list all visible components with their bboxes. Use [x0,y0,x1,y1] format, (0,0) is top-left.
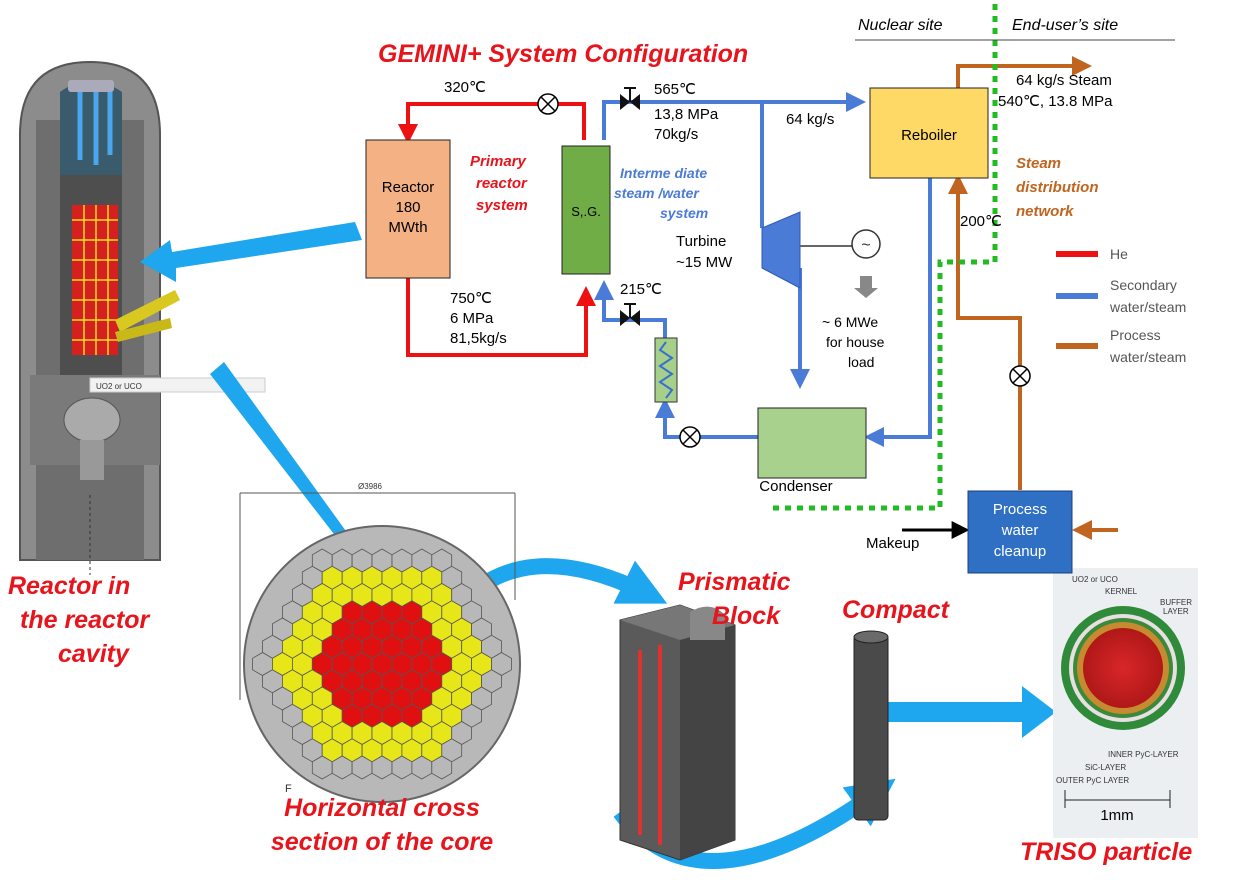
core-cross-section: Ø3986 F [239,482,521,803]
p138: 13,8 MPa [654,106,719,123]
he-loop [398,102,596,357]
intermediate-3: system [660,205,708,221]
legend-secondary-1: Secondary [1110,277,1177,293]
triso-sic: SiC-LAYER [1085,763,1126,772]
reactor-box-label-3: MWth [388,219,427,236]
triso-buffer-1: BUFFER [1160,598,1192,607]
reboiler-box [869,87,989,179]
caption-triso: TRISO particle [1020,838,1192,866]
f70: 70kg/s [654,126,698,143]
gen-2: for house [826,334,885,350]
primary-1: Primary [470,153,527,170]
caption-cross-2: section of the core [271,828,493,856]
legend-he: He [1110,246,1128,262]
legend: He Secondary water/steam Process water/s… [1056,246,1186,365]
t750-3: 81,5kg/s [450,330,507,347]
intermediate-1: Interme diate [620,165,707,181]
caption-reactor-3: cavity [58,640,130,668]
steam-out-2: 540℃, 13.8 MPa [998,93,1113,110]
gen-1: ~ 6 MWe [822,314,878,330]
steam-dist-3: network [1016,203,1074,220]
sg-box [561,145,611,275]
diameter-label: Ø3986 [358,482,383,491]
steam-dist-1: Steam [1016,155,1061,172]
sg-label: S,.G. [571,204,601,219]
reactor-box-label-2: 180 [395,199,420,216]
process-loop [948,56,1118,540]
core-hex-cell [431,755,453,780]
cleanup-box [967,490,1073,574]
f64: 64 kg/s [786,111,834,128]
triso-particle: UO2 or UCO KERNEL BUFFER LAYER INNER PyC… [1053,568,1198,838]
caption-prismatic-1: Prismatic [678,568,791,596]
reactor-box-label-1: Reactor [382,179,435,196]
t750-1: 750℃ [450,290,492,307]
feed-heater [654,337,678,403]
diagram-title: GEMINI+ System Configuration [378,40,748,68]
t200: 200℃ [960,213,1002,230]
caption-cross-1: Horizontal cross [284,794,480,822]
primary-3: system [476,197,528,214]
triso-uo2: UO2 or UCO [1072,575,1118,584]
triso-outer: OUTER PyC LAYER [1056,776,1129,785]
gen-3: load [848,354,874,370]
caption-compact: Compact [842,596,951,624]
reactor-box [365,139,451,279]
legend-process-1: Process [1110,327,1161,343]
condenser-label: Condenser [759,478,832,495]
triso-inner: INNER PyC-LAYER [1108,750,1179,759]
compact-rod [853,630,889,821]
f-marker: F [285,783,292,795]
svg-text:~: ~ [861,237,870,254]
enduser-site: End-user’s site [1012,17,1118,34]
caption-reactor-2: the reactor [20,606,150,634]
makeup-label: Makeup [866,535,919,552]
triso-scale: 1mm [1100,807,1133,824]
legend-process-2: water/steam [1109,349,1186,365]
condenser-box [757,407,867,479]
steam-out-1: 64 kg/s Steam [1016,72,1112,89]
turbine-1: Turbine [676,233,726,250]
steam-dist-2: distribution [1016,179,1099,196]
cleanup-label-1: Process [993,501,1047,518]
nuclear-site: Nuclear site [858,17,943,34]
intermediate-2: steam /water [614,185,700,201]
gate-valves [620,87,640,326]
triso-buffer-2: LAYER [1163,607,1189,616]
site-boundary [770,4,998,511]
triso-kernel: KERNEL [1105,587,1138,596]
reboiler-label: Reboiler [901,127,957,144]
caption-reactor-1: Reactor in [8,572,130,600]
uo2-label: UO2 or UCO [96,382,142,391]
prismatic-block [619,604,736,861]
t750-2: 6 MPa [450,310,494,327]
legend-secondary-2: water/steam [1109,299,1186,315]
reactor-vessel-illustration: UO2 or UCO [19,60,266,575]
valve-icons [537,93,1031,448]
turbine [761,211,801,289]
gen-down-arrow [854,276,878,298]
cleanup-label-2: water [1001,522,1039,539]
cleanup-label-3: cleanup [994,543,1047,560]
turbine-2: ~15 MW [676,254,733,271]
t565: 565℃ [654,81,696,98]
t320: 320℃ [444,79,486,96]
generator [851,229,881,259]
caption-prismatic-2: Block [712,602,781,630]
primary-2: reactor [476,175,528,192]
t215: 215℃ [620,281,662,298]
